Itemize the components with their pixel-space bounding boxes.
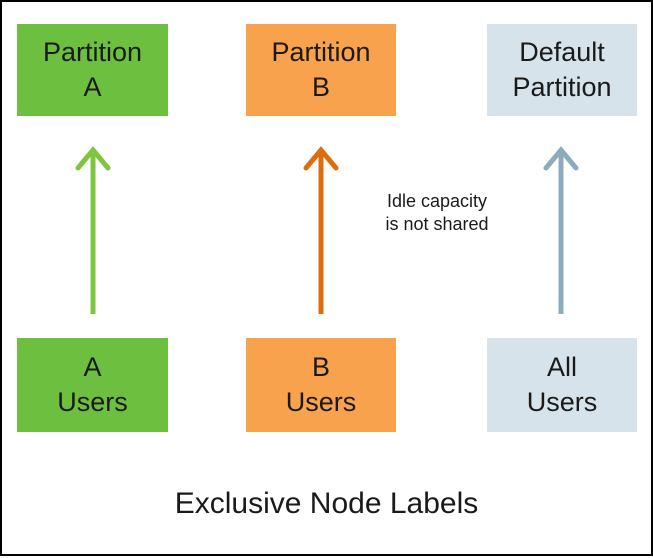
note-line1: Idle capacity: [386, 191, 488, 211]
arrow-b-to-partition-b: [303, 146, 339, 314]
idle-capacity-note: Idle capacity is not shared: [364, 190, 510, 236]
partition-a-label-line1: Partition: [42, 37, 143, 67]
default-partition-label-line1: Default: [519, 37, 605, 67]
partition-a-label-line2: A: [83, 72, 102, 102]
b-users-box: B Users: [246, 338, 396, 432]
partition-b-box: Partition B: [246, 24, 396, 116]
b-users-label-line2: Users: [285, 387, 357, 417]
arrow-all-to-default-partition: [543, 146, 579, 314]
diagram-caption: Exclusive Node Labels: [174, 487, 479, 520]
default-partition-label-line2: Partition: [512, 72, 612, 102]
a-users-label-line1: A: [83, 352, 102, 382]
a-users-label-line2: Users: [57, 387, 128, 417]
partition-b-label-line1: Partition: [271, 37, 371, 67]
note-line2: is not shared: [385, 214, 489, 234]
all-users-label-line1: All: [546, 352, 577, 382]
b-users-label-line1: B: [311, 352, 330, 382]
a-users-box: A Users: [17, 338, 168, 432]
partition-a-box: Partition A: [17, 24, 168, 116]
all-users-box: All Users: [487, 338, 637, 432]
all-users-label-line2: Users: [526, 387, 598, 417]
default-partition-box: Default Partition: [487, 24, 637, 116]
arrow-a-to-partition-a: [75, 146, 111, 314]
partition-b-label-line2: B: [311, 72, 330, 102]
